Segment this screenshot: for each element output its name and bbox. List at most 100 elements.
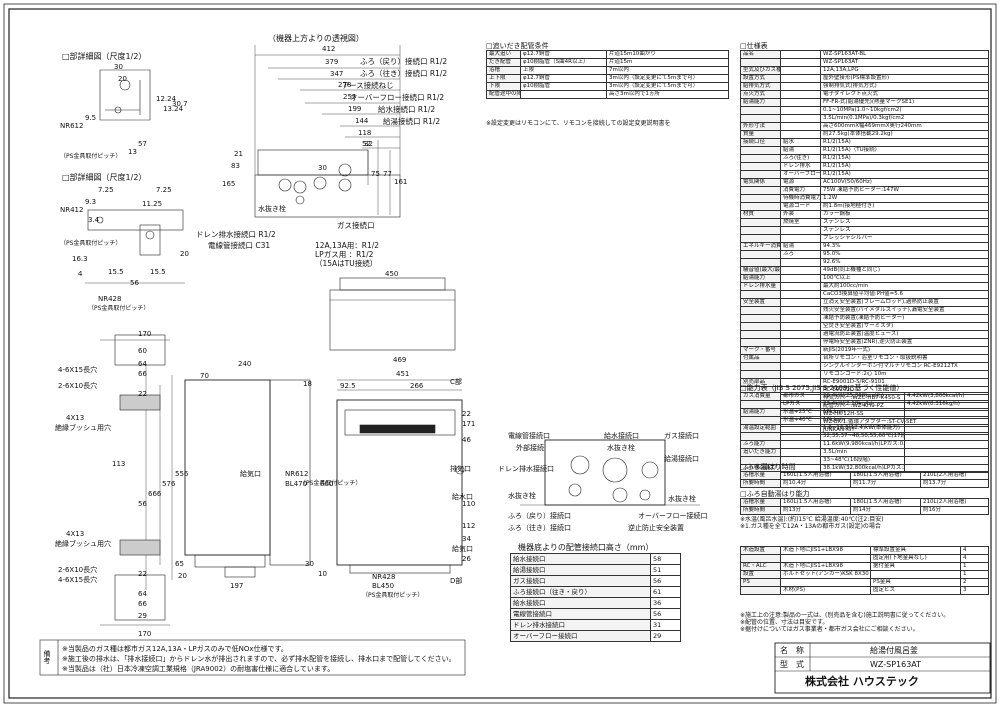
table-cell: R1/2(15A) (820, 154, 989, 163)
detail-a-dim-1224: 12.24 (156, 95, 177, 103)
table-cell: 設置 (740, 570, 781, 579)
bracket-dim-22b: 22 (138, 570, 147, 578)
table-cell: 56 (650, 575, 681, 587)
table-cell: 電気関係 (740, 178, 781, 187)
detail-b-dim-725b: 7.25 (156, 186, 172, 194)
table-cell: リモコンコード:2心 10m (820, 370, 989, 379)
table-row: 燃焼室ステンレス (740, 218, 989, 227)
front-bl450: BL450 (372, 582, 395, 590)
table-cell: WZ-SP163AT (820, 58, 989, 67)
front-dim-925: 92.5 (340, 382, 356, 390)
table-cell (780, 290, 821, 299)
table-cell: 新JIS(2019年一式) (820, 346, 989, 355)
table-cell (740, 226, 781, 235)
bracket-dim-66b: 66 (138, 600, 147, 608)
table-row: 安全装置立消え安全装置(フレームロッド),過熱防止装置 (740, 298, 989, 307)
detail-b-dim-4: 4 (78, 270, 83, 278)
pv-external: 外部接続 (516, 444, 544, 452)
table-cell (904, 408, 989, 417)
table-cell: FF-FR-式(給湯優先)(熱量マークSE1) (820, 98, 989, 107)
table-row: ステンレス (740, 226, 989, 235)
table-cell (780, 274, 821, 283)
side-dim-30: 30 (305, 560, 314, 568)
front-dim-26: 26 (462, 555, 471, 563)
table-cell: 燃焼室 (780, 218, 821, 227)
table-cell: 追いだき能力 (740, 448, 781, 457)
label-exhaust: 排気口 (450, 465, 471, 473)
table-cell: 木造下地にJIS1+LBX98 (780, 546, 871, 555)
detail-b-dim-20: 20 (180, 250, 189, 258)
table-cell: 約14分 (850, 506, 921, 515)
table-cell: 給湯能力 (740, 274, 781, 283)
table-cell: PS金具 (870, 578, 961, 587)
table-cell: マーク・番号 (740, 346, 781, 355)
height-title: 機器底よりの配管接続口高さ（mm） (518, 543, 654, 552)
table-cell: 木造下地にJIS1+LBX98 (780, 562, 871, 571)
cap-note-2: ※1.ガス種を全て12A・13Aの都市ガス(設定)の場合 (740, 523, 881, 530)
bracket-bush-a: 絶縁ブッシュ用穴 (55, 424, 111, 432)
front-dim-46: 46 (462, 436, 471, 444)
bracket-dim-170a: 170 (138, 330, 152, 338)
table-row: 停電時安全装置(ZNR),逆火防止装置 (740, 338, 989, 347)
label-drain-plug: 水抜き栓 (258, 205, 286, 213)
table-cell: 約13.7分 (920, 479, 989, 488)
table-cell: 浴槽水量 (740, 471, 781, 480)
table-cell: 水温+25℃ (780, 408, 821, 417)
table-cell (780, 58, 821, 67)
table-cell (740, 586, 781, 595)
table-cell (740, 162, 781, 171)
table-cell: 36 (650, 597, 681, 609)
table-cell: 給水接続口 (510, 553, 651, 565)
dim-199: 199 (348, 105, 362, 113)
table-cell (780, 432, 821, 441)
table-row: プレッシャシルバー (740, 234, 989, 243)
table-cell: 強制排気式(排気方式) (820, 82, 989, 91)
table-cell: WZ-SP163AT-BL (820, 50, 989, 59)
table-cell: 給湯能力 (740, 408, 781, 417)
pv-bath-return: ふろ（戻り）接続口 (508, 512, 571, 520)
table-cell: プレッシャシルバー (820, 234, 989, 243)
table-cell: 3.5L/min (820, 448, 905, 457)
table-cell (780, 554, 871, 563)
table-cell: 外形寸法 (740, 122, 781, 131)
table-cell (780, 578, 871, 587)
table-row: 過電流防止装置(温度ヒューズ) (740, 330, 989, 339)
table-cell: 29.4kW(2.10kg/h) (820, 400, 905, 409)
bracket-bush-b: 絶縁ブッシュ用穴 (55, 540, 111, 548)
table-cell (740, 362, 781, 371)
bikou-line-2: ※施工後の排水は、「排水接続口」からドレン水が排出されますので、必ず排水配管を接… (62, 655, 456, 663)
table-cell: 約10.4分 (780, 479, 851, 488)
dim-347: 347 (330, 70, 344, 78)
table-cell (740, 314, 781, 323)
table-row: 92.6% (740, 258, 989, 267)
table-cell: 電源コード (780, 202, 821, 211)
table-cell (740, 234, 781, 243)
table-cell (740, 218, 781, 227)
table-cell: R1/2(15A) (820, 138, 989, 147)
table-cell: 消費電力 (780, 186, 821, 195)
table-cell (904, 448, 989, 457)
table-cell (740, 250, 781, 259)
table-cell: だき配管 (486, 58, 521, 67)
table-cell: 据付金具 (870, 562, 961, 571)
table-cell (740, 416, 781, 425)
table-cell: 給水接続口 (510, 597, 651, 609)
pv-bath-supply: ふろ（往き）接続口 (508, 524, 571, 532)
bikou-line-3: ※当製品は（社）日本冷凍空調工業規格（JRA9002）の耐塩害仕様に適合していま… (62, 665, 335, 673)
front-dim-600: 600 (320, 480, 334, 488)
table-cell: 水温+40℃ (780, 416, 821, 425)
table-cell: 給排気方式 (740, 82, 781, 91)
front-nr428: NR428 (372, 573, 396, 581)
table-cell: 1 (960, 562, 989, 571)
table-cell: オーバーフロー接続口 (510, 630, 651, 642)
table-cell (780, 114, 821, 123)
detail-b-dim-1125: 11.25 (142, 200, 163, 208)
